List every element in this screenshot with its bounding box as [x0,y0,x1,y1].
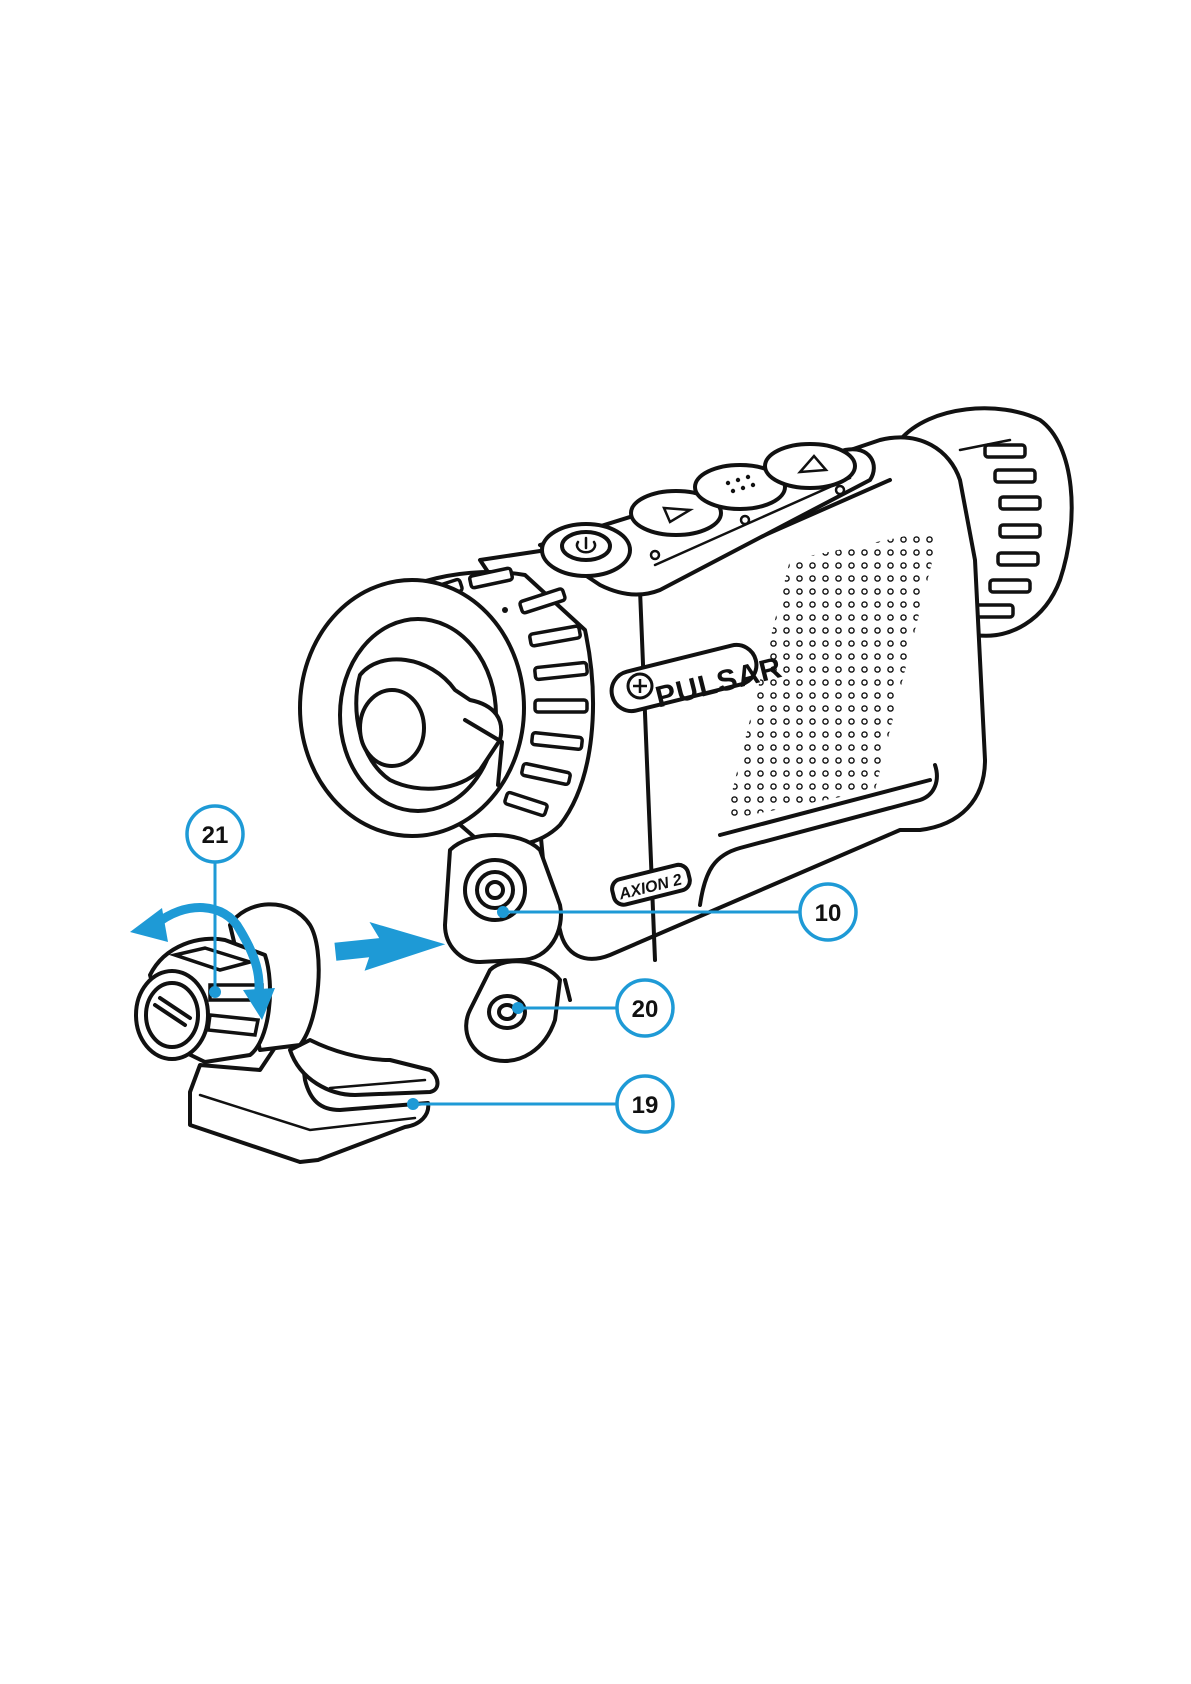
tripod-socket [445,835,561,962]
callout-19-label: 19 [632,1092,659,1119]
callout-20-label: 20 [632,996,659,1023]
power-button[interactable] [542,524,630,576]
callout-21-label: 21 [202,822,229,849]
callout-19: 19 [407,1076,673,1132]
attach-direction-arrow [333,914,447,973]
callout-10-label: 10 [815,900,842,927]
ring-dot [502,607,508,613]
thermal-monocular: PULSAR AXION 2 [300,408,1072,962]
objective-lens[interactable] [300,580,524,836]
up-button[interactable] [765,444,855,488]
